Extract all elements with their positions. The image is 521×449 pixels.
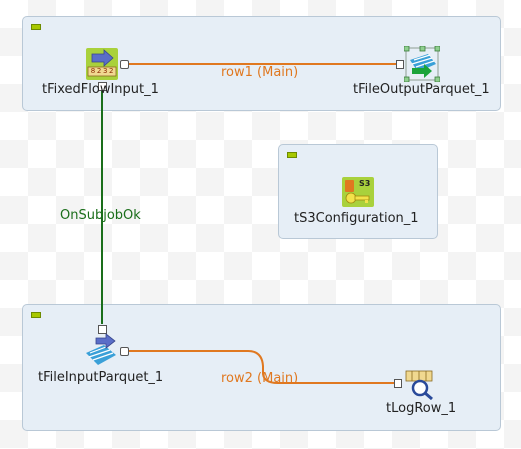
parquet-input-icon <box>86 333 116 365</box>
collapse-subjob-config-button[interactable] <box>287 152 297 158</box>
component-tlogrow[interactable] <box>405 370 435 401</box>
label-tfixedflowinput: tFixedFlowInput_1 <box>42 82 159 97</box>
subjob-config[interactable] <box>278 144 438 239</box>
label-ts3configuration: tS3Configuration_1 <box>294 211 419 226</box>
log-row-icon <box>405 370 433 401</box>
collapse-subjob-top-button[interactable] <box>31 24 41 30</box>
connection-row2-label[interactable]: row2 (Main) <box>221 371 299 386</box>
input-port-logrow[interactable] <box>394 379 402 388</box>
component-tfileoutputparquet[interactable] <box>403 45 441 83</box>
label-tfileinputparquet: tFileInputParquet_1 <box>38 370 164 385</box>
trigger-in-port-parquet-input[interactable] <box>98 325 107 334</box>
s3-configuration-icon <box>342 177 374 207</box>
trigger-port-fixedflow[interactable] <box>98 82 107 91</box>
collapse-subjob-bottom-button[interactable] <box>31 312 41 318</box>
label-tlogrow: tLogRow_1 <box>386 401 457 416</box>
connection-row1-label[interactable]: row1 (Main) <box>221 65 299 80</box>
fixed-flow-badge: 8 2 3 2 <box>90 67 114 75</box>
connection-onsubjobok-label[interactable]: OnSubjobOk <box>60 208 141 223</box>
component-ts3configuration[interactable]: S3 <box>342 177 374 207</box>
connection-row2-line[interactable] <box>128 350 396 384</box>
output-port-parquet-input[interactable] <box>120 347 129 356</box>
output-port-fixedflow[interactable] <box>120 60 129 69</box>
fixed-flow-input-icon <box>86 48 118 80</box>
s3-badge: S3 <box>359 179 371 188</box>
component-tfixedflowinput[interactable]: 8 2 3 2 <box>86 48 118 80</box>
parquet-output-icon <box>403 45 441 83</box>
input-port-parquet-output[interactable] <box>396 60 404 69</box>
label-tfileoutputparquet: tFileOutputParquet_1 <box>353 82 490 97</box>
component-tfileinputparquet[interactable] <box>84 333 118 367</box>
